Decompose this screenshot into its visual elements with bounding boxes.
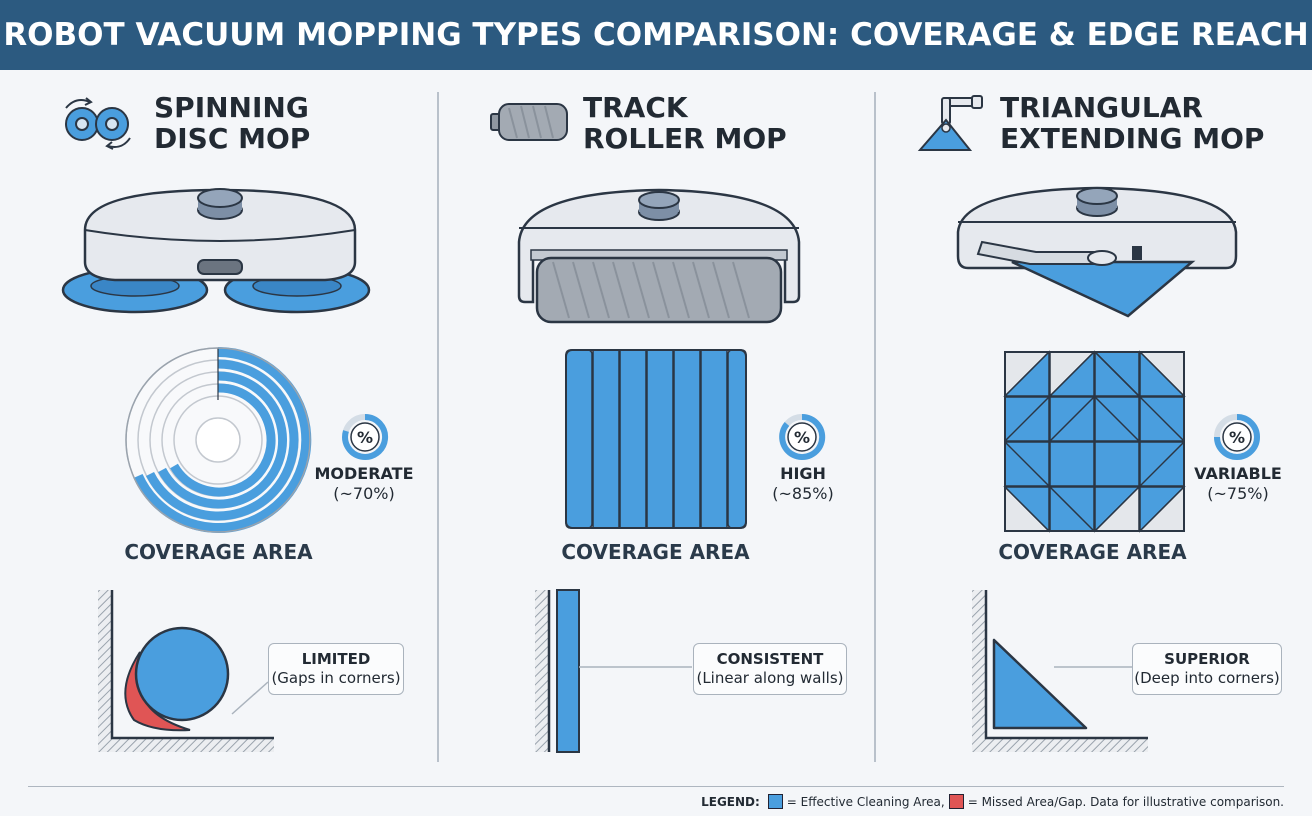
svg-text:%: % — [794, 428, 810, 447]
panel-divider — [874, 92, 876, 762]
coverage-rating: MODERATE (~70%) — [314, 464, 414, 503]
title-banner: ROBOT VACUUM MOPPING TYPES COMPARISON: C… — [0, 0, 1312, 70]
roller-coverage-diagram — [565, 349, 747, 529]
legend-key: LEGEND: — [701, 794, 760, 809]
footer-rule — [28, 786, 1284, 787]
disc-edge-diagram — [98, 590, 274, 752]
triangular-mop-robot — [956, 186, 1238, 318]
spinning-disc-robot — [61, 188, 371, 314]
percent-badge-icon: % — [1214, 414, 1260, 460]
edge-reach-callout: CONSISTENT (Linear along walls) — [693, 643, 847, 695]
edge-reach-callout: SUPERIOR (Deep into corners) — [1132, 643, 1282, 695]
triangular-mop-icon — [917, 95, 983, 151]
panel-spinning-disc: SPINNING DISC MOP — [0, 70, 437, 786]
coverage-area-label: COVERAGE AREA — [561, 540, 750, 564]
triangular-coverage-diagram — [1003, 350, 1186, 533]
effective-swatch — [767, 794, 783, 809]
coverage-rating: VARIABLE (~75%) — [1194, 464, 1282, 503]
coverage-area-label: COVERAGE AREA — [124, 540, 313, 564]
panel-triangular-extending: TRIANGULAR EXTENDING MOP — [874, 70, 1311, 786]
spinning-disc-icon — [65, 97, 131, 150]
panel-title: SPINNING DISC MOP — [154, 91, 311, 155]
panel-title: TRACK ROLLER MOP — [583, 91, 787, 155]
disc-coverage-diagram — [125, 346, 312, 533]
triangular-edge-diagram — [972, 590, 1148, 752]
edge-reach-callout: LIMITED (Gaps in corners) — [268, 643, 404, 695]
legend-missed: = Missed Area/Gap. Data for illustrative… — [967, 794, 1284, 809]
track-roller-robot — [517, 188, 801, 324]
missed-swatch — [948, 794, 964, 809]
legend-effective: = Effective Cleaning Area, — [786, 794, 945, 809]
coverage-area-label: COVERAGE AREA — [998, 540, 1187, 564]
panel-title: TRIANGULAR EXTENDING MOP — [1000, 91, 1265, 155]
panel-divider — [437, 92, 439, 762]
roller-icon — [490, 103, 568, 141]
legend: LEGEND: = Effective Cleaning Area, = Mis… — [701, 794, 1284, 809]
coverage-rating: HIGH (~85%) — [772, 464, 834, 503]
panel-track-roller: TRACK ROLLER MOP — [437, 70, 874, 786]
svg-text:%: % — [1229, 428, 1245, 447]
svg-text:%: % — [357, 428, 373, 447]
page-title: ROBOT VACUUM MOPPING TYPES COMPARISON: C… — [3, 17, 1309, 53]
roller-edge-diagram — [535, 589, 692, 753]
percent-badge-icon: % — [779, 413, 826, 460]
percent-badge-icon: % — [342, 413, 389, 460]
